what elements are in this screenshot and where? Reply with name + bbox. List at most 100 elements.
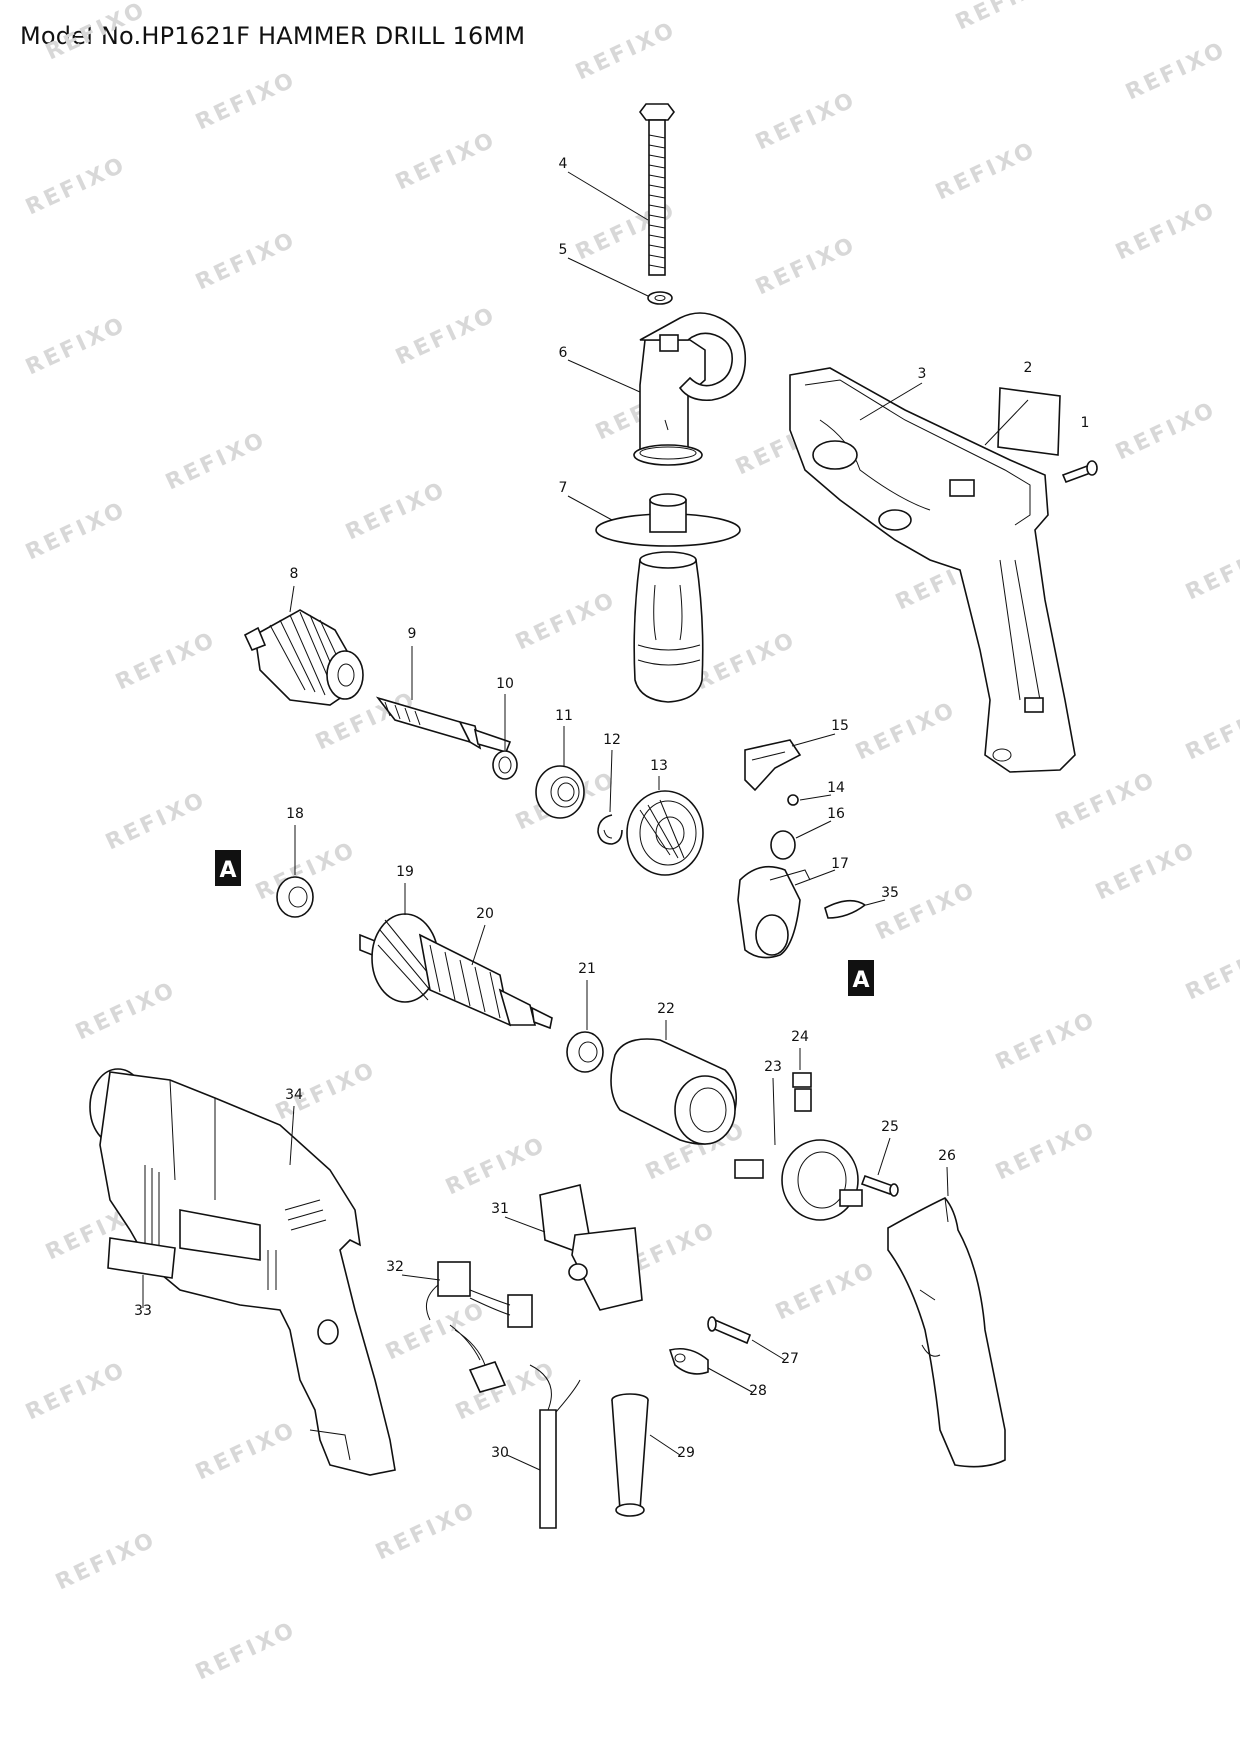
part-2-label-plate (997, 387, 1061, 456)
part-label-29: 29 (677, 1445, 695, 1461)
part-label-4: 4 (559, 156, 568, 172)
part-label-11: 11 (555, 708, 573, 724)
part-label-6: 6 (559, 345, 568, 361)
part-label-28: 28 (749, 1383, 767, 1399)
part-28-strain-relief (668, 1347, 709, 1375)
part-10-ring (492, 750, 518, 780)
watermark-text: REFIXO (22, 1357, 131, 1425)
watermark-text: REFIXO (1182, 537, 1240, 605)
leader-line-31 (504, 1216, 546, 1233)
watermark-text: REFIXO (192, 67, 301, 135)
watermark-text: REFIXO (52, 1527, 161, 1595)
leader-line-6 (567, 359, 641, 393)
watermark-text: REFIXO (1182, 937, 1240, 1005)
leader-line-7 (567, 495, 613, 521)
part-label-16: 16 (827, 806, 845, 822)
leader-line-3 (859, 382, 923, 421)
part-label-26: 26 (938, 1148, 956, 1164)
watermark-text: REFIXO (952, 0, 1061, 35)
watermark-text: REFIXO (1122, 37, 1231, 105)
part-label-33: 33 (134, 1303, 152, 1319)
part-label-18: 18 (286, 806, 304, 822)
reference-marker-a-right: A (848, 960, 874, 996)
part-number-labels: 1234567891011121314151617181920212223242… (134, 156, 1089, 1461)
part-18-bearing (276, 876, 314, 918)
watermark-text: REFIXO (22, 312, 131, 380)
watermark-text: REFIXO (192, 227, 301, 295)
watermark-text: REFIXO (1182, 697, 1240, 765)
watermark-text: REFIXO (512, 587, 621, 655)
watermark-text: REFIXO (752, 87, 861, 155)
svg-text:A: A (852, 968, 869, 993)
watermark-text: REFIXO (992, 1117, 1101, 1185)
leader-line-5 (567, 257, 649, 297)
watermark-text: REFIXO (392, 127, 501, 195)
part-label-24: 24 (791, 1029, 809, 1045)
part-label-12: 12 (603, 732, 621, 748)
part-16-o-ring (770, 830, 796, 860)
watermark-text: REFIXO (22, 497, 131, 565)
leader-lines (142, 171, 1029, 1471)
part-5-washer (647, 291, 673, 305)
part-label-3: 3 (918, 366, 927, 382)
watermark-text: REFIXO (1052, 767, 1161, 835)
part-label-1: 1 (1081, 415, 1090, 431)
part-label-10: 10 (496, 676, 514, 692)
part-label-5: 5 (559, 242, 568, 258)
watermark-text: REFIXO (752, 232, 861, 300)
part-26-handle-cover (887, 1197, 1006, 1468)
watermark-text: REFIXO (72, 977, 181, 1045)
leader-line-28 (707, 1367, 753, 1393)
leader-line-16 (795, 820, 832, 839)
watermark-text: REFIXO (392, 302, 501, 370)
part-25-screw (860, 1174, 899, 1197)
leader-line-15 (791, 733, 836, 747)
leader-line-34 (289, 1105, 295, 1166)
part-label-22: 22 (657, 1001, 675, 1017)
part-label-17: 17 (831, 856, 849, 872)
leader-line-12 (609, 749, 613, 813)
watermark-text: REFIXO (372, 1497, 481, 1565)
watermark-text: REFIXO (192, 1617, 301, 1685)
leader-line-17 (794, 869, 836, 886)
part-label-19: 19 (396, 864, 414, 880)
part-22-field (610, 1038, 738, 1145)
leader-line-30 (506, 1454, 541, 1471)
part-6-grip-clamp (633, 312, 747, 466)
part-label-7: 7 (559, 480, 568, 496)
leader-line-26 (946, 1166, 949, 1197)
part-label-25: 25 (881, 1119, 899, 1135)
part-15-lever (744, 739, 802, 792)
leader-line-20 (471, 924, 486, 966)
part-label-32: 32 (386, 1259, 404, 1275)
watermark-text: REFIXO (852, 697, 961, 765)
watermark-text: REFIXO (342, 477, 451, 545)
part-label-21: 21 (578, 961, 596, 977)
part-33-label (107, 1237, 176, 1279)
part-7-side-handle (595, 493, 741, 703)
watermark-text: REFIXO (1092, 837, 1201, 905)
part-35-rubber-piece (824, 899, 867, 919)
part-label-34: 34 (285, 1087, 303, 1103)
part-34-motor-housing (89, 1068, 396, 1476)
part-17-retainer (737, 865, 811, 959)
part-label-2: 2 (1024, 360, 1033, 376)
part-14-ball (787, 794, 799, 806)
part-29-cord-guard (611, 1393, 649, 1517)
watermark-text: REFIXO (572, 17, 681, 85)
leader-line-25 (877, 1137, 891, 1176)
part-1-screw (1061, 460, 1098, 484)
part-label-35: 35 (881, 885, 899, 901)
watermark-text: REFIXO (162, 427, 271, 495)
part-31-switch (539, 1184, 643, 1311)
watermark-text: REFIXO (112, 627, 221, 695)
leader-line-35 (865, 899, 886, 906)
part-label-8: 8 (290, 566, 299, 582)
leader-line-8 (289, 585, 295, 613)
leader-line-29 (649, 1434, 681, 1456)
part-label-27: 27 (781, 1351, 799, 1367)
watermark-text: REFIXO (692, 627, 801, 695)
part-label-9: 9 (408, 626, 417, 642)
leader-line-4 (567, 171, 649, 221)
svg-text:A: A (219, 858, 236, 883)
